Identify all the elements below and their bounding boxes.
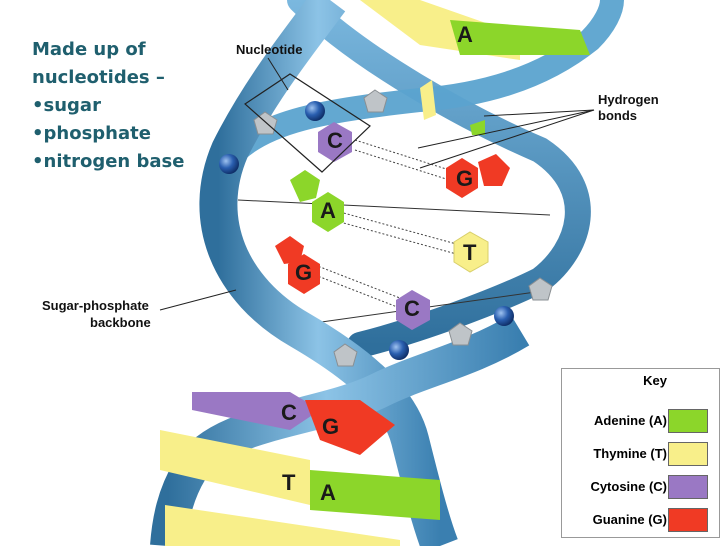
key-row-cytosine: Cytosine (C) — [562, 475, 719, 499]
base-letter-a-bottom: A — [320, 480, 336, 505]
base-letter-g-bottom: G — [322, 414, 340, 439]
intro-bullet-phosphate: •phosphate — [32, 123, 151, 144]
label-nucleotide: Nucleotide — [236, 42, 303, 57]
key-swatch-cytosine — [668, 475, 708, 499]
intro-line-2: nucleotides – — [32, 67, 165, 88]
base-letter-a-top: A — [457, 22, 473, 47]
intro-line-1: Made up of — [32, 39, 146, 60]
label-pointers — [159, 57, 595, 311]
key-title: Key — [643, 373, 667, 388]
key-label-guanine: Guanine (G) — [592, 512, 667, 527]
nucleotide-outline — [244, 73, 371, 173]
base-letter-t-middle: T — [463, 240, 477, 265]
lower-base-pairs — [160, 392, 440, 546]
label-backbone-line2: backbone — [90, 315, 151, 330]
base-cytosine-lower — [396, 290, 430, 330]
key-swatch-thymine — [668, 442, 708, 466]
base-letter-t-bottom: T — [282, 470, 296, 495]
key-label-cytosine: Cytosine (C) — [590, 479, 667, 494]
phosphate-spheres — [219, 101, 514, 360]
key-swatch-guanine — [668, 508, 708, 532]
intro-text: Made up of nucleotides – •sugar •phospha… — [32, 36, 184, 176]
backbone-strand-back — [287, 0, 591, 358]
key-row-adenine: Adenine (A) — [562, 409, 719, 433]
label-backbone-line1: Sugar-phosphate — [42, 298, 149, 313]
base-thymine-middle — [453, 231, 489, 273]
key-legend: Key Adenine (A) Thymine (T) Cytosine (C)… — [561, 368, 720, 538]
key-label-thymine: Thymine (T) — [593, 446, 667, 461]
key-swatch-adenine — [668, 409, 708, 433]
intro-bullet-nitrogen-base: •nitrogen base — [32, 151, 185, 172]
key-label-adenine: Adenine (A) — [594, 413, 667, 428]
base-guanine-upper — [446, 154, 510, 198]
key-row-thymine: Thymine (T) — [562, 442, 719, 466]
base-letter-c-lower: C — [404, 296, 420, 321]
base-letter-c-upper: C — [327, 128, 343, 153]
base-letter-g-middle: G — [295, 260, 313, 285]
upper-base-pairs — [360, 0, 590, 135]
base-guanine-middle — [275, 236, 320, 294]
base-letter-a-middle: A — [320, 198, 336, 223]
intro-bullet-sugar: •sugar — [32, 95, 101, 116]
base-letter-c-bottom: C — [281, 400, 297, 425]
backbone-strand-front — [199, 0, 458, 546]
key-row-guanine: Guanine (G) — [562, 508, 719, 532]
base-adenine-middle — [290, 170, 344, 232]
label-hydrogen-bonds-line2: bonds — [598, 108, 637, 123]
sugar-pentagons — [253, 89, 553, 367]
label-hydrogen-bonds-line1: Hydrogen — [598, 92, 659, 107]
base-letter-g-upper: G — [456, 166, 474, 191]
